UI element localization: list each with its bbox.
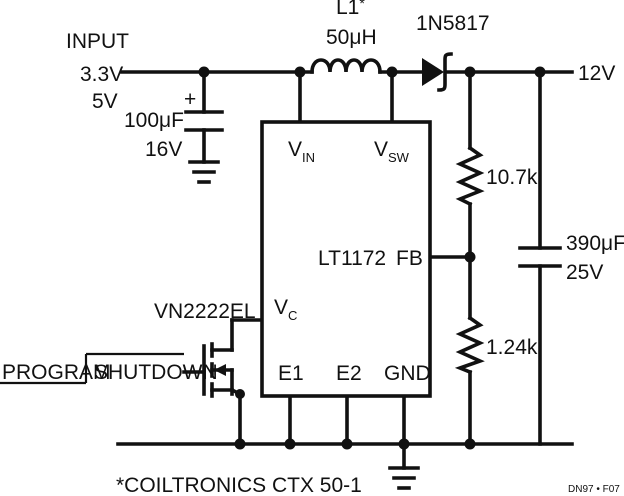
cin-ground-icon [188,160,220,184]
output-voltage: 12V [578,62,615,85]
input-voltage-1: 3.3V [80,63,123,86]
inductor-value: 50μH [326,26,377,49]
pin-vin-label: VIN [288,138,315,165]
junction-dot [464,438,476,450]
schottky-diode-symbol [422,52,453,92]
pin-e2-label: E2 [336,362,362,385]
diode-part: 1N5817 [416,12,490,35]
resistor-top-symbol [455,145,485,207]
junction-dots [198,66,546,450]
junction-dot [341,438,353,450]
pin-e1-label: E1 [278,362,304,385]
junction-dot [284,438,296,450]
pin-vc-label: VC [274,296,297,323]
cin-polarity: + [184,88,196,111]
shutdown-label: SHUTDOWN [94,361,218,384]
footnote: *COILTRONICS CTX 50-1 [116,474,362,496]
inductor-ref: L1* [336,0,365,19]
input-title: INPUT [66,30,129,53]
junction-dot [464,251,476,263]
pin-vsw-label: VSW [374,138,410,165]
junction-dot [294,66,306,78]
pin-fb-label: FB [396,247,423,270]
cout-voltage: 25V [566,261,603,284]
diode-triangle [422,58,444,86]
junction-dot [386,66,398,78]
pin-gnd-label: GND [384,362,431,385]
cin-value: 100μF [124,109,184,132]
output-capacitor-symbol [518,246,562,268]
body-arrow [214,364,226,376]
cin-voltage: 16V [145,138,182,161]
main-ground-icon [388,466,420,490]
mosfet-part: VN2222EL [154,300,256,323]
input-capacitor-symbol [184,110,224,132]
program-label: PROGRAM [2,361,111,384]
diode-cathode-bar [437,52,453,92]
mosfet-symbol [202,342,243,398]
inductor-symbol [310,58,382,74]
resistor-bottom-symbol [454,315,485,375]
ic-body [260,120,432,398]
junction-dot [398,438,410,450]
junction-dot [534,66,546,78]
junction-dot [198,66,210,78]
ic-part-label: LT1172 [318,247,386,270]
junction-dot [464,66,476,78]
junction-dot [234,438,246,450]
rtop-value: 10.7k [486,166,538,189]
cout-value: 390μF [566,232,624,255]
rbottom-value: 1.24k [486,336,538,359]
figure-id: DN97 • F07 [568,484,620,495]
source-join [229,387,243,397]
input-voltage-2: 5V [92,90,118,113]
